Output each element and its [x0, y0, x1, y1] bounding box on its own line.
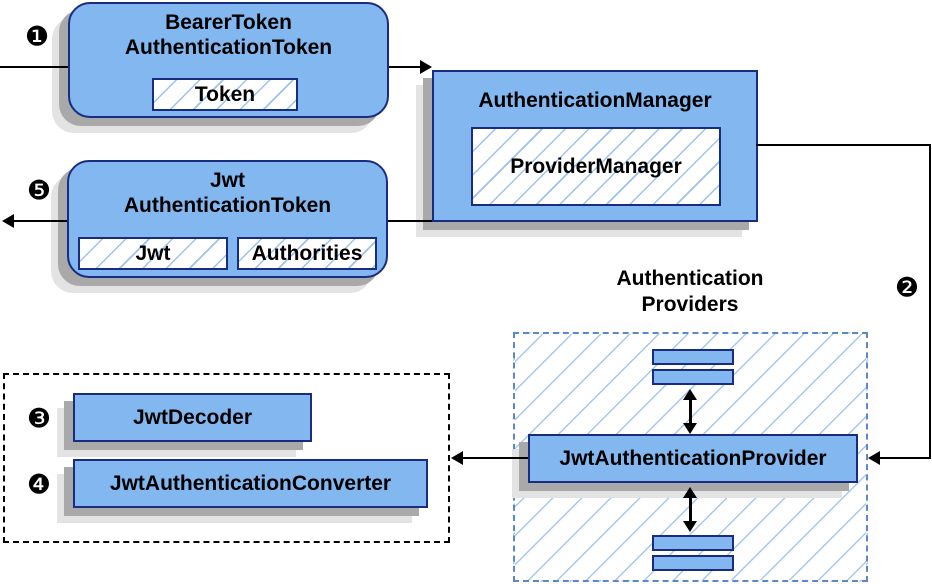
manager-to-provider-line-top [756, 144, 931, 146]
arrowhead-left-icon [451, 451, 463, 465]
bearer-token-node-title: BearerToken AuthenticationToken [70, 10, 387, 60]
arrow-shaft [688, 398, 692, 425]
step-2-badge: ❷ [894, 272, 920, 304]
step-4-badge: ❹ [26, 469, 52, 501]
jwt-token-node-title-line2: AuthenticationToken [123, 194, 332, 217]
authentication-manager-title: AuthenticationManager [478, 89, 712, 112]
provider-manager-field: ProviderManager [471, 127, 721, 206]
other-provider-rect-bottom-2 [652, 555, 734, 571]
token-field: Token [152, 78, 298, 111]
manager-to-jwt-token-line [388, 220, 432, 222]
arrowhead-right-icon [420, 60, 432, 74]
arrowhead-left-icon [2, 214, 14, 228]
provider-to-converters-line [462, 457, 528, 459]
bearer-to-manager-line [389, 66, 422, 68]
double-arrow-bottom [682, 487, 698, 532]
authentication-providers-label-line1: Authentication [616, 267, 764, 290]
other-provider-rect-top-2 [652, 369, 734, 385]
jwt-field: Jwt [78, 237, 228, 270]
incoming-request-line [0, 66, 68, 68]
step-1-badge: ❶ [24, 21, 50, 53]
outgoing-result-line [12, 220, 67, 222]
authentication-providers-label-line2: Providers [641, 293, 739, 316]
jwt-authentication-provider-node: JwtAuthenticationProvider [528, 434, 858, 483]
authentication-manager-node: AuthenticationManager ProviderManager [432, 70, 758, 222]
other-provider-rect-bottom-1 [652, 535, 734, 551]
arrowhead-up-icon [683, 389, 697, 400]
jwt-token-node-title: Jwt AuthenticationToken [69, 168, 386, 218]
authentication-providers-group: JwtAuthenticationProvider [513, 332, 868, 582]
jwt-converters-group: JwtDecoder JwtAuthenticationConverter [3, 373, 450, 543]
other-provider-rect-top-1 [652, 349, 734, 365]
arrowhead-up-icon [683, 487, 697, 498]
jwt-decoder-node: JwtDecoder [73, 393, 312, 442]
double-arrow-top [682, 389, 698, 434]
jwt-authentication-converter-node: JwtAuthenticationConverter [73, 459, 428, 508]
bearer-token-authentication-token-node: BearerToken AuthenticationToken Token [68, 2, 389, 118]
arrowhead-down-icon [683, 521, 697, 532]
arrow-shaft [688, 496, 692, 523]
bearer-token-node-title-line2: AuthenticationToken [124, 36, 333, 59]
jwt-authentication-token-node: Jwt AuthenticationToken Jwt Authorities [67, 160, 388, 278]
step-5-badge: ❺ [26, 175, 52, 207]
manager-to-provider-line-right [929, 144, 931, 459]
authorities-field: Authorities [237, 237, 377, 270]
bearer-token-node-title-line1: BearerToken [165, 11, 292, 34]
step-3-badge: ❸ [26, 403, 52, 435]
arrowhead-left-icon [868, 451, 880, 465]
authentication-providers-label: Authentication Providers [555, 266, 825, 318]
arrowhead-down-icon [683, 423, 697, 434]
manager-to-provider-line-bottom [880, 457, 931, 459]
jwt-token-node-title-line1: Jwt [209, 169, 245, 192]
